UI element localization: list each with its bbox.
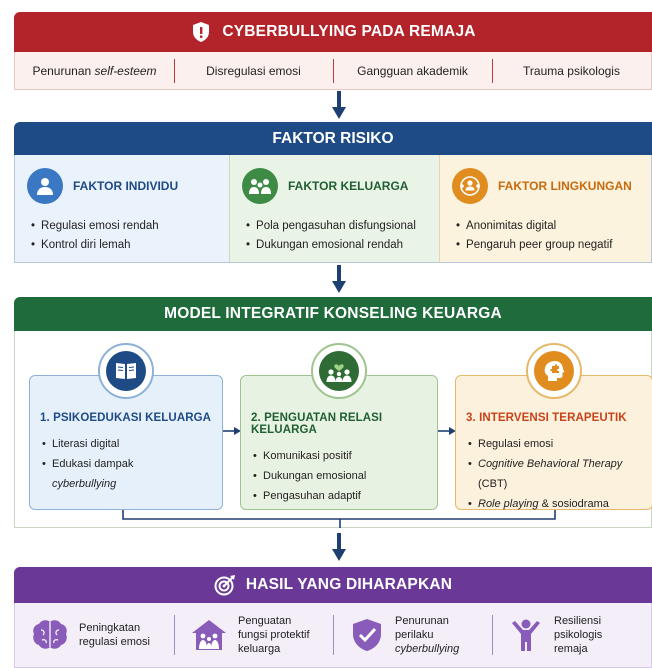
shield-check-icon [353,619,381,651]
model-card-intervensi: 3. INTERVENSI TERAPEUTIK Regulasi emosi … [455,375,652,514]
model-card-title: 1. PSIKOEDUKASI KELUARGA [40,412,212,424]
family-icon [242,168,278,204]
page-title: CYBERBULLYING PADA REMAJA [222,23,476,40]
risk-banner: FAKTOR RISIKO [14,122,652,155]
list-item: Regulasi emosi rendah [31,217,217,236]
head-puzzle-icon [526,343,582,399]
brain-icon [33,620,67,649]
list-item: Anonimitas digital [456,217,639,236]
book-icon [98,343,154,399]
title-banner: CYBERBULLYING PADA REMAJA [14,12,652,52]
model-card-title: 2. PENGUATAN RELASI KELUARGA [251,412,383,436]
person-icon [27,168,63,204]
family-heart-icon [311,343,367,399]
list-item: Role playing & sosiodrama [466,494,642,514]
list-item: Dukungan emosional [251,466,427,486]
list-item: Kontrol diri lemah [31,236,217,255]
arrow-down-icon [332,91,346,119]
outcome-title: HASIL YANG DIHARAPKAN [245,576,453,593]
list-item: Dukungan emosional rendah [246,236,427,255]
model-section: 1. PSIKOEDUKASI KELUARGA Literasi digita… [14,331,652,528]
list-item: Cognitive Behavioral Therapy (CBT) [466,454,642,494]
outcome-banner: HASIL YANG DIHARAPKAN [14,567,652,603]
list-item: Pengasuhan adaptif [251,486,427,506]
target-icon [214,574,236,596]
list-item: Literasi digital [40,434,212,454]
arrow-down-icon [332,265,346,293]
impact-bar: Penurunan self-esteem Disregulasi emosi … [14,52,652,90]
risk-column-lingkungan: FAKTOR LINGKUNGAN Anonimitas digital Pen… [439,155,651,262]
impact-item: Trauma psikologis [492,58,651,83]
list-item: Pengaruh peer group negatif [456,236,639,255]
network-icon [452,168,488,204]
risk-column-title: FAKTOR INDIVIDU [73,179,179,193]
risk-factors: FAKTOR INDIVIDU Regulasi emosi rendah Ko… [14,155,652,263]
risk-column-individu: FAKTOR INDIVIDU Regulasi emosi rendah Ko… [15,155,229,262]
risk-column-keluarga: FAKTOR KELUARGA Pola pengasuhan disfungs… [229,155,439,262]
model-connectors [122,427,556,528]
risk-column-title: FAKTOR LINGKUNGAN [498,179,632,193]
house-family-icon [192,620,226,650]
risk-title: FAKTOR RISIKO [272,129,394,147]
risk-column-title: FAKTOR KELUARGA [288,179,409,193]
impact-item: Penurunan self-esteem [32,63,157,78]
impact-item: Disregulasi emosi [174,58,333,83]
list-item: Regulasi emosi [466,434,642,454]
list-item: Komunikasi positif [251,446,427,466]
model-title: MODEL INTEGRATIF KONSELING KEUARGA [164,305,502,322]
shield-alert-icon [190,21,212,43]
person-arms-up-icon [512,619,540,651]
model-banner: MODEL INTEGRATIF KONSELING KEUARGA [14,297,652,331]
list-item: Pola pengasuhan disfungsional [246,217,427,236]
model-card-title: 3. INTERVENSI TERAPEUTIK [466,412,627,424]
arrow-down-icon [332,533,346,561]
list-item: Edukasi dampak cyberbullying [40,454,212,494]
impact-item: Gangguan akademik [333,58,492,83]
